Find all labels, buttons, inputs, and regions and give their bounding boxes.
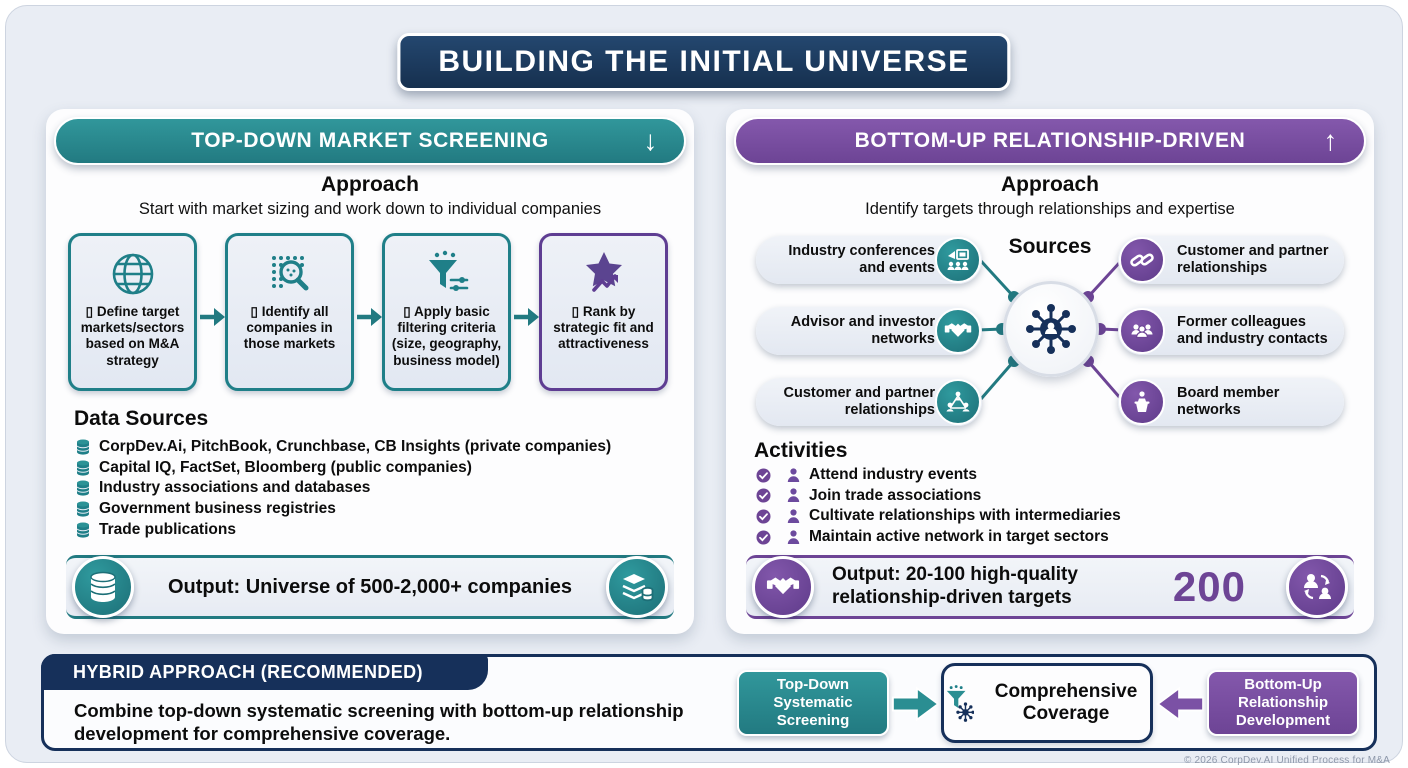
flow-comprehensive-coverage-box: Comprehensive Coverage [941, 663, 1153, 743]
hybrid-approach-heading: HYBRID APPROACH (RECOMMENDED) [41, 654, 488, 690]
network-person-icon [1026, 304, 1076, 354]
step-define-markets: ▯ Define target markets/sectors based on… [68, 233, 197, 391]
source-pill-conferences: Industry conferences and events [756, 236, 982, 284]
check-circle-icon [756, 488, 771, 503]
sources-hub [1003, 281, 1099, 377]
source-pill-board-members: Board member networks [1118, 378, 1344, 426]
source-pill-customer-partner-right: Customer and partner relationships [1118, 236, 1344, 284]
filter-criteria-icon [423, 246, 471, 302]
database-icon [76, 460, 90, 476]
hybrid-approach-text: Combine top-down systematic screening wi… [74, 700, 684, 745]
top-down-output-bar: Output: Universe of 500-2,000+ companies [66, 555, 674, 619]
data-source-item: Government business registries [76, 499, 611, 520]
database-icon [76, 439, 90, 455]
flow-arrow-left-icon [1156, 686, 1204, 722]
top-down-header: TOP-DOWN MARKET SCREENING ↓ [54, 117, 686, 165]
database-icon [76, 522, 90, 538]
activity-item: Maintain active network in target sector… [756, 527, 1121, 548]
people-group-icon [1119, 308, 1165, 354]
arrow-right-icon [200, 308, 225, 326]
copyright-note: © 2026 CorpDev.AI Unified Process for M&… [1183, 755, 1390, 766]
approach-text: Start with market sizing and work down t… [138, 200, 602, 218]
step-label: ▯ Rank by strategic fit and attractivene… [553, 304, 654, 352]
step-apply-filters: ▯ Apply basic filtering criteria (size, … [382, 233, 511, 391]
source-pill-former-colleagues: Former colleagues and industry contacts [1118, 307, 1344, 355]
rank-star-icon [580, 246, 628, 302]
database-icon [76, 480, 90, 497]
people-exchange-icon [1286, 556, 1348, 618]
down-arrow-icon: ↓ [643, 125, 658, 156]
handshake-icon [935, 308, 981, 354]
output-count: 200 [1172, 563, 1246, 610]
top-down-panel: TOP-DOWN MARKET SCREENING ↓ Approach Sta… [46, 109, 694, 634]
sources-heading: Sources [1008, 235, 1092, 258]
conference-icon [935, 237, 981, 283]
globe-icon [109, 246, 157, 302]
arrow-right-icon [514, 308, 539, 326]
top-down-output-text: Output: Universe of 500-2,000+ companies [167, 575, 573, 598]
step-label: ▯ Define target markets/sectors based on… [80, 304, 185, 368]
step-rank-targets: ▯ Rank by strategic fit and attractivene… [539, 233, 668, 391]
data-source-item: Trade publications [76, 519, 611, 540]
approach-text: Identify targets through relationships a… [865, 200, 1235, 218]
funnel-network-icon [946, 685, 975, 722]
source-pill-advisors: Advisor and investor networks [756, 307, 982, 355]
flow-bottom-up-box: Bottom-Up Relationship Development [1207, 670, 1359, 736]
bottom-up-output-bar: Output: 20-100 high-quality relationship… [746, 555, 1354, 619]
data-source-item: Industry associations and databases [76, 478, 611, 499]
activity-item: Attend industry events [756, 465, 1121, 486]
data-sources-list: CorpDev.Ai, PitchBook, Crunchbase, CB In… [76, 437, 611, 540]
person-icon [787, 468, 800, 482]
database-icon [76, 501, 90, 517]
approach-heading: Approach [320, 173, 419, 196]
activity-item: Join trade associations [756, 486, 1121, 507]
page-title: BUILDING THE INITIAL UNIVERSE [397, 33, 1011, 91]
check-circle-icon [756, 509, 771, 524]
bottom-up-header: BOTTOM-UP RELATIONSHIP-DRIVEN ↑ [734, 117, 1366, 165]
podium-icon [1119, 379, 1165, 425]
data-sources-heading: Data Sources [74, 407, 209, 430]
step-label: ▯ Apply basic filtering criteria (size, … [391, 304, 502, 368]
top-down-header-label: TOP-DOWN MARKET SCREENING [191, 129, 549, 152]
person-icon [787, 488, 800, 503]
magnifier-companies-icon [266, 246, 314, 302]
bottom-up-output-text: Output: 20-100 high-quality relationship… [832, 564, 1078, 608]
bottom-up-header-label: BOTTOM-UP RELATIONSHIP-DRIVEN [854, 129, 1246, 152]
activities-list: Attend industry events Join trade associ… [756, 465, 1121, 547]
check-circle-icon [756, 530, 771, 545]
person-icon [787, 509, 800, 523]
data-source-item: Capital IQ, FactSet, Bloomberg (public c… [76, 458, 611, 479]
flow-top-down-box: Top-Down Systematic Screening [737, 670, 889, 736]
people-network-icon [935, 379, 981, 425]
activities-heading: Activities [754, 439, 848, 462]
check-circle-icon [756, 468, 771, 483]
data-source-item: CorpDev.Ai, PitchBook, Crunchbase, CB In… [76, 437, 611, 458]
source-pill-customer-partner: Customer and partner relationships [756, 378, 982, 426]
up-arrow-icon: ↑ [1323, 125, 1338, 156]
flow-arrow-right-icon [892, 686, 940, 722]
step-identify-companies: ▯ Identify all companies in those market… [225, 233, 354, 391]
handshake-circle-icon [752, 556, 814, 618]
person-icon [787, 529, 800, 544]
activity-item: Cultivate relationships with intermediar… [756, 506, 1121, 527]
approach-heading: Approach [1000, 173, 1099, 196]
database-stack-icon [72, 556, 134, 618]
layers-database-icon [606, 556, 668, 618]
canvas-background: BUILDING THE INITIAL UNIVERSE TOP-DOWN M… [5, 5, 1403, 766]
link-icon [1119, 237, 1165, 283]
bottom-up-panel: BOTTOM-UP RELATIONSHIP-DRIVEN ↑ Approach… [726, 109, 1374, 634]
arrow-right-icon [357, 308, 382, 326]
step-label: ▯ Identify all companies in those market… [243, 304, 336, 352]
hub-connector-lines [977, 259, 1125, 400]
hybrid-approach-bar: HYBRID APPROACH (RECOMMENDED) Combine to… [41, 654, 1377, 751]
